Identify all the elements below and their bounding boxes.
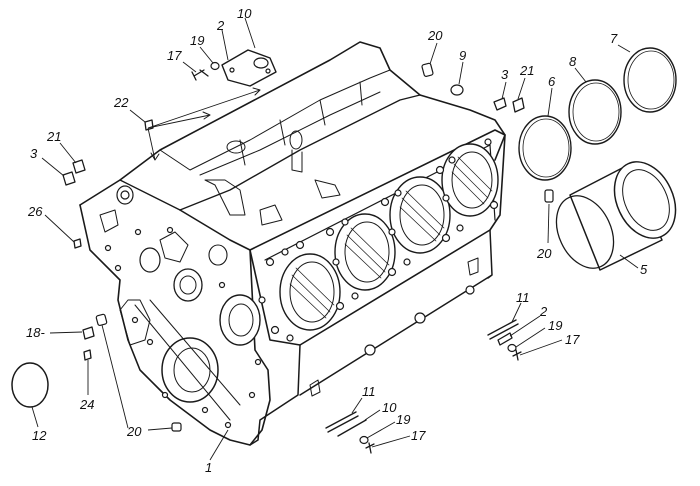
- cylinder-liner-5: [555, 161, 677, 271]
- seal-ring-8: [568, 79, 622, 145]
- callout-20-bottom: 20: [126, 424, 142, 439]
- callout-20-right: 20: [536, 246, 552, 261]
- bore-2: [334, 213, 396, 291]
- washer-19-top: [210, 61, 220, 71]
- callout-1: 1: [205, 460, 212, 475]
- fitting-21-right: [512, 97, 525, 113]
- tube-11-right: [487, 319, 519, 340]
- callout-8: 8: [569, 54, 577, 69]
- left-bank-deck: [119, 94, 421, 211]
- callout-7: 7: [610, 31, 618, 46]
- plug-9: [450, 84, 464, 96]
- bore-4: [441, 143, 499, 217]
- fitting-21-left: [72, 159, 86, 174]
- callout-9: 9: [459, 48, 466, 63]
- callout-3-right: 3: [501, 67, 509, 82]
- callout-17-right: 17: [565, 332, 580, 347]
- callout-19-bottom: 19: [396, 412, 410, 427]
- seal-ring-6: [518, 115, 572, 181]
- sleeve-front: [95, 313, 108, 327]
- callout-6: 6: [548, 74, 556, 89]
- block-top-outline: [79, 41, 506, 206]
- callout-11-bottom: 11: [362, 384, 376, 399]
- callout-11-right: 11: [516, 290, 530, 305]
- bolt-17-right: [512, 349, 522, 361]
- callout-21-left: 21: [46, 129, 61, 144]
- plug-18: [82, 326, 95, 340]
- tube-11-bottom: [325, 411, 359, 433]
- callout-labels: 10 2 19 17 20 9 3 21 6 8 7 22 21 3 26 20…: [26, 6, 648, 475]
- callout-26: 26: [27, 204, 43, 219]
- callout-19-right: 19: [548, 318, 562, 333]
- bolt-17-top: [191, 69, 209, 81]
- seal-ring-7: [623, 47, 677, 113]
- front-face-details: [99, 185, 262, 429]
- callout-12: 12: [32, 428, 47, 443]
- callout-22: 22: [113, 95, 129, 110]
- bore-3: [389, 176, 451, 254]
- callout-10-top: 10: [237, 6, 252, 21]
- callout-2-right: 2: [539, 304, 548, 319]
- callout-17-bottom: 17: [411, 428, 426, 443]
- tube-10-bottom: [337, 419, 367, 437]
- dowel-20-right: [544, 189, 554, 203]
- callout-18: 18-: [26, 325, 45, 340]
- valley-lines: [159, 69, 391, 176]
- deck-bolt-holes: [258, 138, 499, 342]
- cover-12: [11, 362, 49, 408]
- right-bank-deck: [249, 129, 506, 346]
- washer-19-right: [507, 343, 517, 353]
- callout-24: 24: [79, 397, 94, 412]
- callout-21-right: 21: [519, 63, 534, 78]
- cylinder-bores: [279, 143, 499, 331]
- callout-3-left: 3: [30, 146, 38, 161]
- leader-lines: [31, 17, 639, 461]
- side-bosses: [309, 257, 479, 397]
- washer-19-bottom: [359, 435, 369, 445]
- dowel-20-top: [421, 62, 434, 77]
- engine-block: [79, 41, 506, 446]
- dowel-20-bottom: [171, 422, 182, 432]
- bore-1: [279, 253, 341, 331]
- part-2-right: [497, 332, 513, 346]
- callout-20-top: 20: [427, 28, 443, 43]
- plug-24: [83, 349, 92, 361]
- fitting-3-left: [62, 171, 76, 186]
- bolt-17-bottom: [365, 442, 375, 454]
- valley-bosses: [204, 130, 341, 226]
- callout-2-top: 2: [216, 18, 225, 33]
- flange-plate-top: [221, 49, 277, 87]
- callout-19-top: 19: [190, 33, 204, 48]
- callout-5: 5: [640, 262, 648, 277]
- crankcase-side: [249, 229, 493, 446]
- fitting-3-right: [493, 97, 507, 111]
- plug-26: [73, 238, 82, 249]
- callout-10-bottom: 10: [382, 400, 397, 415]
- callout-17-top: 17: [167, 48, 182, 63]
- plug-22: [144, 119, 154, 131]
